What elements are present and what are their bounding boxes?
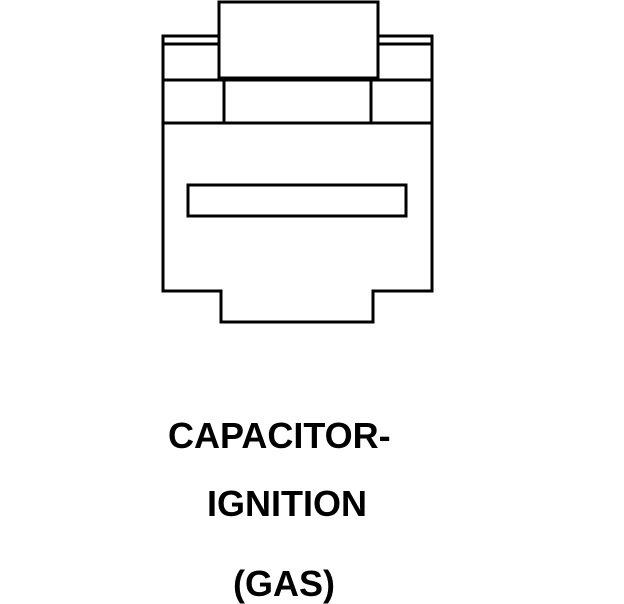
caption-line-1: CAPACITOR-	[168, 415, 391, 456]
slot	[186, 183, 408, 218]
body-outline	[161, 34, 434, 324]
terminal-block	[217, 0, 380, 80]
caption-line-3: (GAS)	[233, 563, 335, 604]
caption-line-2: IGNITION	[207, 483, 367, 524]
